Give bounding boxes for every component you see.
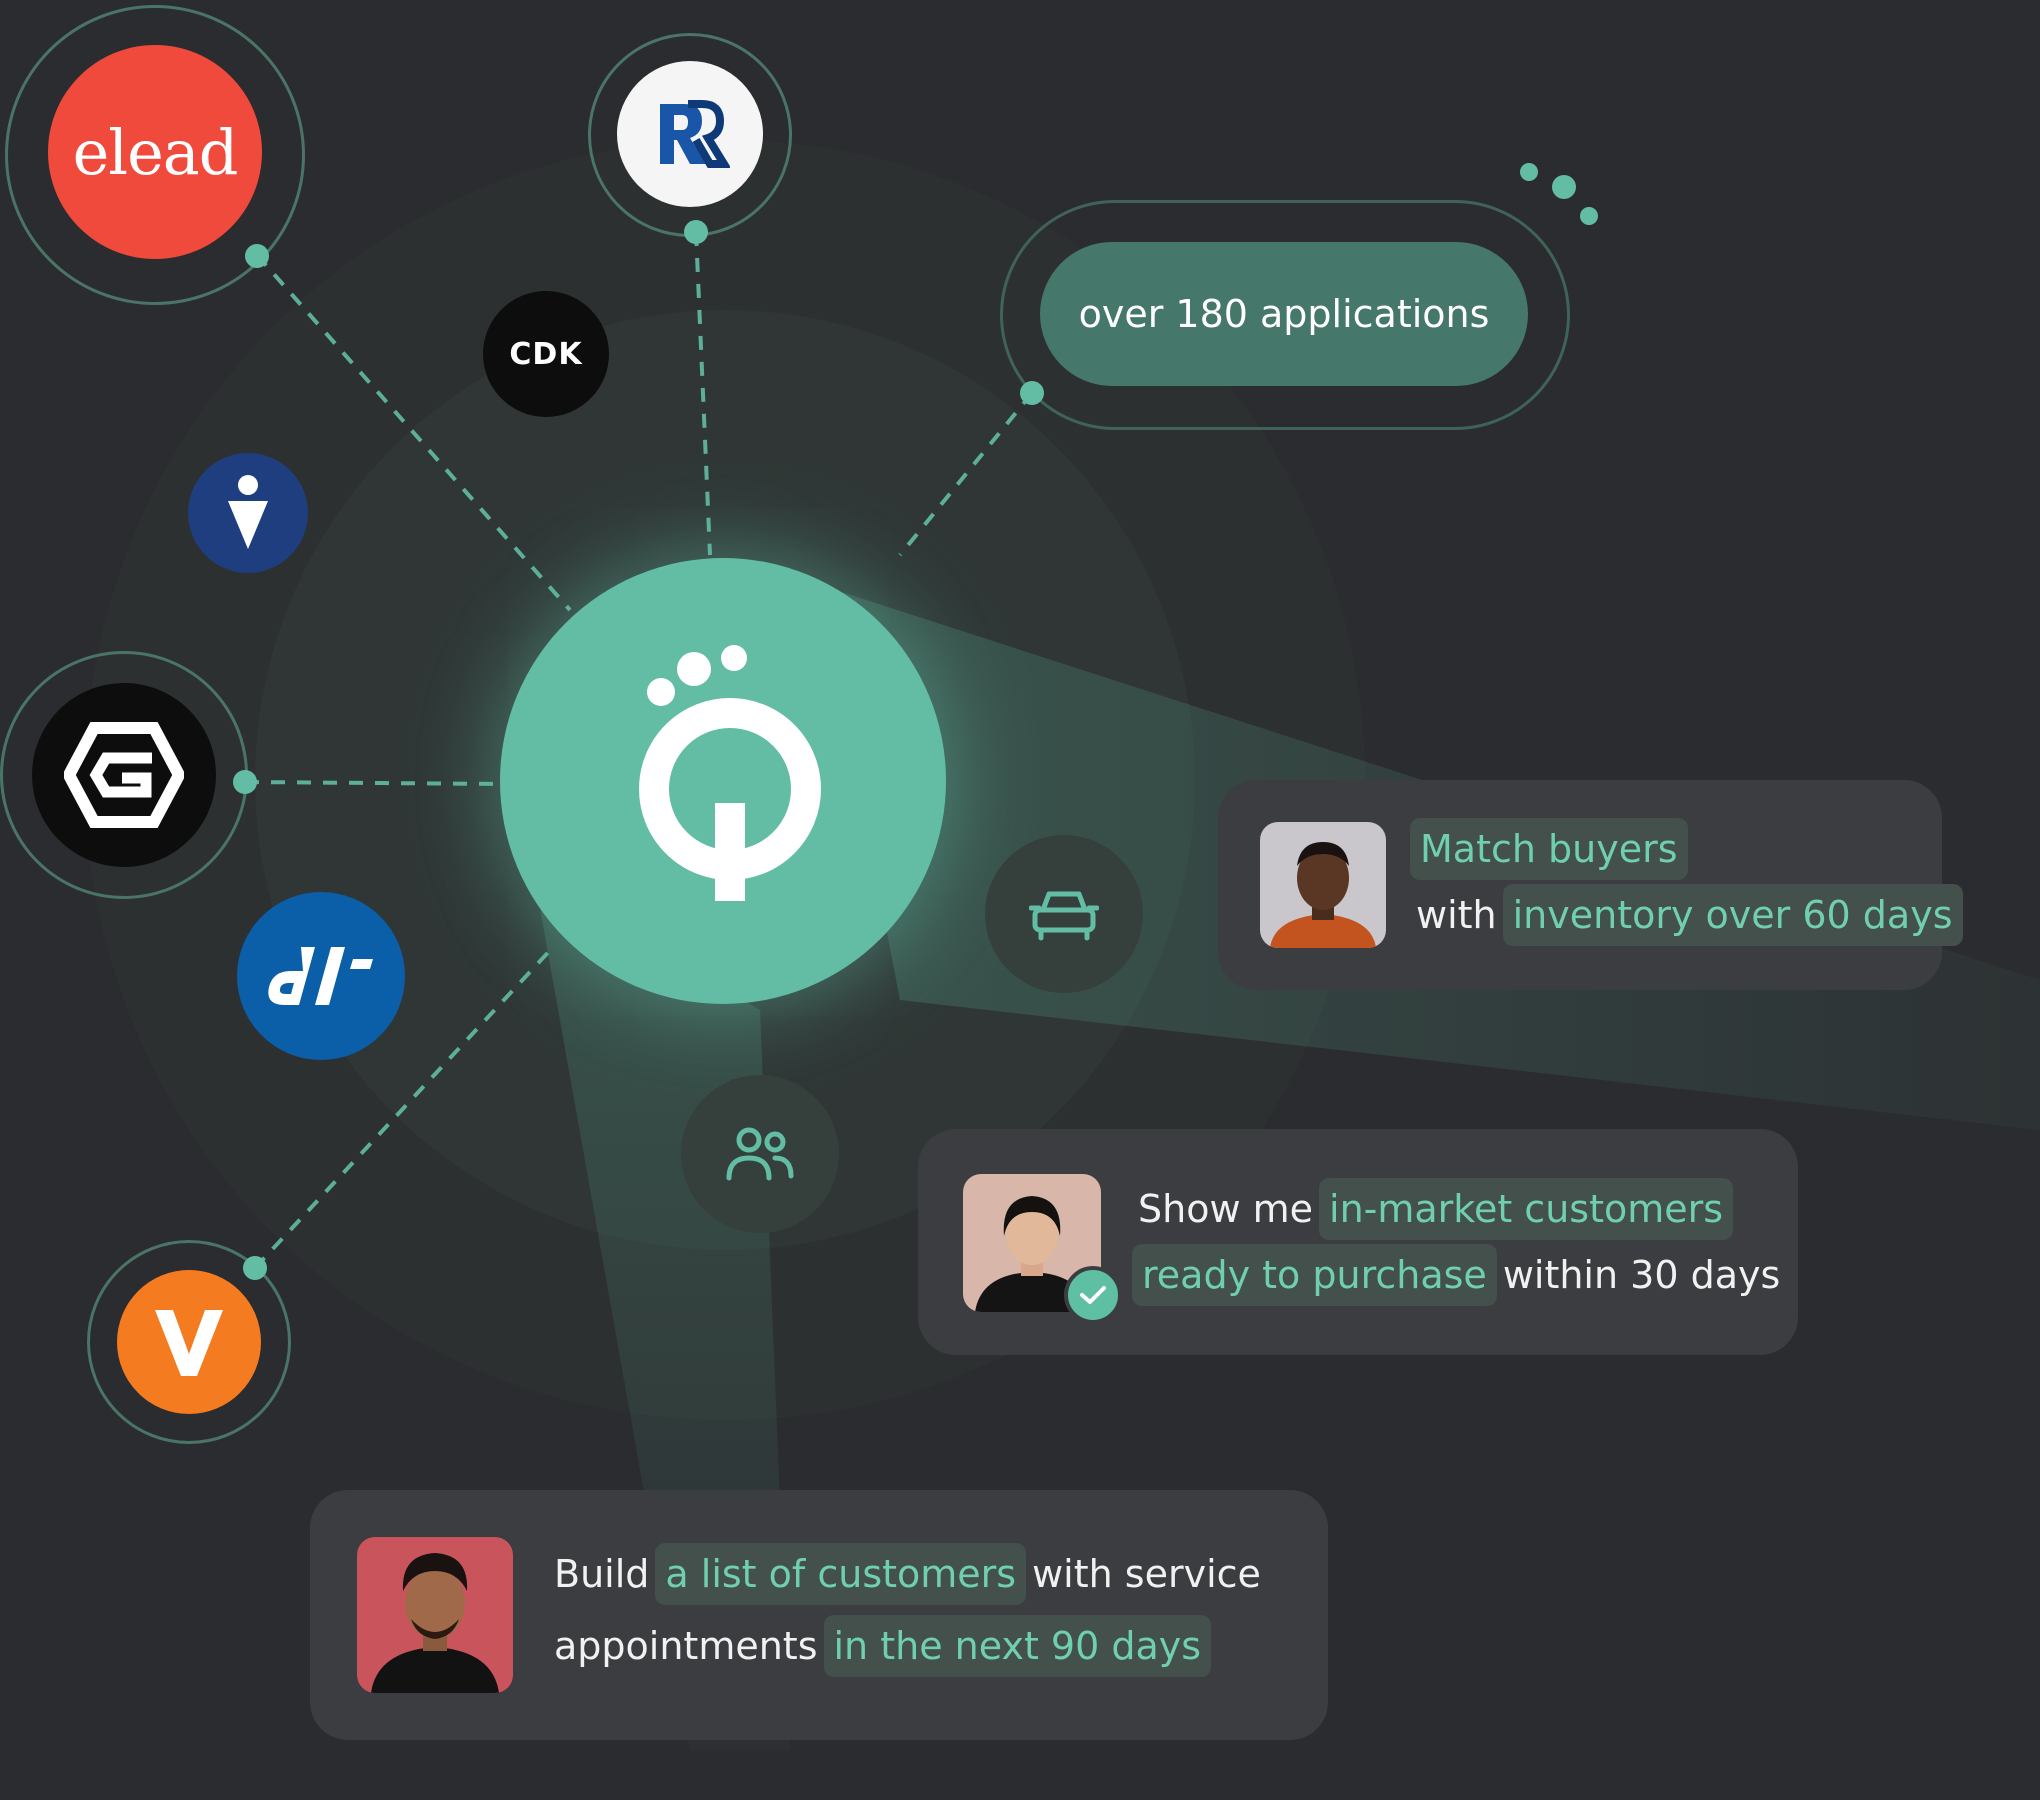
avatar: [1260, 822, 1386, 948]
highlight-text: ready to purchase: [1132, 1244, 1497, 1306]
woman-portrait: [963, 1174, 1101, 1312]
man-portrait: [1260, 822, 1386, 948]
decor-dot: [1552, 175, 1576, 199]
plain-text: within 30 days: [1502, 1253, 1781, 1297]
plain-text: Build: [554, 1552, 650, 1596]
car-bubble: [985, 835, 1143, 993]
connector-dot: [1020, 381, 1044, 405]
decor-dot: [1580, 207, 1598, 225]
check-icon: [1080, 1286, 1106, 1304]
cdk-logo[interactable]: CDK: [483, 291, 609, 417]
r-logo-icon: [660, 100, 730, 168]
connector-dot: [245, 244, 269, 268]
highlight-text: a list of customers: [655, 1543, 1027, 1605]
car-icon: [1029, 891, 1099, 941]
dealer-logo[interactable]: [237, 892, 405, 1060]
card-line-1: Match buyers: [1410, 816, 1963, 882]
decor-dot: [1520, 163, 1538, 181]
avatar: [357, 1537, 513, 1693]
dl-logo-icon: [268, 947, 373, 1005]
v-logo[interactable]: [117, 1270, 261, 1414]
users-icon: [726, 1127, 794, 1181]
plain-text: with: [1416, 893, 1497, 937]
avatar: [963, 1174, 1101, 1312]
plain-text: with service: [1032, 1552, 1261, 1596]
hexagon-logo[interactable]: [32, 683, 216, 867]
v-ring: [87, 1240, 291, 1444]
connector-dot: [243, 1256, 267, 1280]
elead-wordmark: elead: [72, 115, 239, 189]
applications-pill: over 180 applications: [1040, 242, 1528, 386]
man-portrait: [357, 1537, 513, 1693]
plain-text: Show me: [1138, 1187, 1314, 1231]
check-badge: [1064, 1266, 1122, 1324]
connector-dot: [233, 770, 257, 794]
highlight-text: in the next 90 days: [823, 1615, 1212, 1677]
person-pin-icon: [228, 475, 268, 549]
connector-dot: [684, 220, 708, 244]
highlight-text: in-market customers: [1319, 1178, 1734, 1240]
elead-logo[interactable]: elead: [48, 45, 262, 259]
highlight-text: Match buyers: [1410, 818, 1688, 880]
users-bubble: [681, 1075, 839, 1233]
v-logo-icon: [155, 1310, 223, 1376]
elead-ring: [5, 5, 305, 305]
hub-circle: [500, 558, 946, 1004]
hexagon-g-icon: [64, 722, 184, 828]
cdk-wordmark: CDK: [509, 336, 583, 372]
applications-pill-ring: [1000, 200, 1570, 430]
reynolds-logo[interactable]: [617, 61, 763, 207]
applications-label: over 180 applications: [1078, 292, 1490, 336]
q-brand-icon: [639, 645, 821, 901]
highlight-text: inventory over 60 days: [1502, 884, 1963, 946]
plain-text: appointments: [554, 1624, 818, 1668]
info-logo[interactable]: [188, 453, 308, 573]
